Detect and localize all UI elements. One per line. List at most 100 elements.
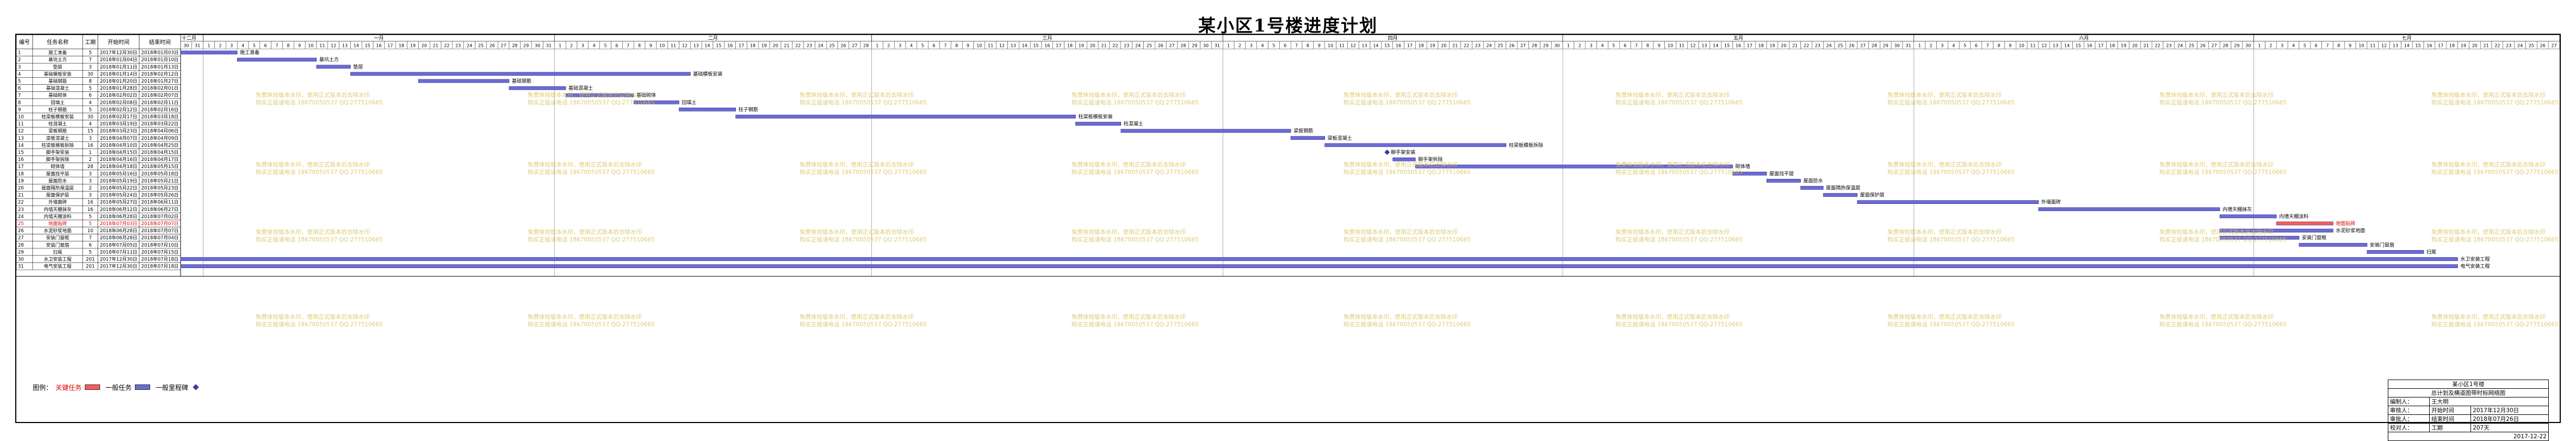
cell-start: 2018年06月12日 <box>100 207 138 213</box>
cell-name: 水卫安装工程 <box>44 257 72 263</box>
cell-name: 地面贴砖 <box>48 221 67 227</box>
cell-start: 2018年04月16日 <box>100 157 138 163</box>
watermark: 免费体验版本水印，使用正式版本后去除水印购买正版请电话 18670050537 … <box>800 91 927 107</box>
day-label: 18 <box>2449 44 2455 48</box>
cell-end: 2018年07月07日 <box>141 228 179 234</box>
cell-end: 2018年04月06日 <box>141 128 179 134</box>
watermark: 免费体验版本水印，使用正式版本后去除水印购买正版请电话 18670050537 … <box>1072 161 1199 176</box>
day-label: 8 <box>1306 44 1309 48</box>
day-label: 3 <box>899 44 901 48</box>
gantt-bar <box>2038 207 2220 212</box>
watermark-line2: 购买正版请电话 18670050537 QQ:277510665 <box>256 169 383 176</box>
watermark-line2: 购买正版请电话 18670050537 QQ:277510665 <box>1615 100 1743 106</box>
day-label: 12 <box>1351 44 1356 48</box>
cell-start: 2018年02月08日 <box>100 100 138 105</box>
day-label: 19 <box>761 44 767 48</box>
watermark: 免费体验版本水印，使用正式版本后去除水印购买正版请电话 18670050537 … <box>1343 91 1471 107</box>
day-label: 10 <box>2358 44 2364 48</box>
bar-label: 砌体墙 <box>1736 163 1750 170</box>
day-label: 2 <box>1239 44 1241 48</box>
day-label: 20 <box>1441 44 1446 48</box>
watermark-line2: 购买正版请电话 18670050537 QQ:277510665 <box>1615 321 1743 328</box>
day-label: 10 <box>976 44 982 48</box>
gantt-bar <box>1392 157 1416 162</box>
day-label: 14 <box>2064 44 2070 48</box>
day-label: 29 <box>2234 44 2239 48</box>
day-label: 16 <box>2087 44 2092 48</box>
milestone-marker <box>1384 150 1390 155</box>
watermark-line1: 免费体验版本水印，使用正式版本后去除水印 <box>2431 229 2546 235</box>
day-label: 23 <box>807 44 812 48</box>
bar-label: 扫尾 <box>2426 249 2436 255</box>
day-label: 5 <box>604 44 607 48</box>
cell-id: 6 <box>18 86 21 91</box>
bar-label: 内墙天棚涂料 <box>2279 213 2308 220</box>
day-label: 1 <box>876 44 878 48</box>
day-label: 27 <box>852 44 857 48</box>
day-label: 26 <box>1849 44 1854 48</box>
cell-id: 23 <box>18 207 24 213</box>
day-label: 15 <box>716 44 721 48</box>
cell-id: 15 <box>18 150 24 156</box>
cell-end: 2018年02月07日 <box>141 92 179 98</box>
bar-label: 柱梁板模板拆除 <box>1509 142 1543 148</box>
month-label: 五月 <box>1733 35 1743 41</box>
watermark-line1: 免费体验版本水印，使用正式版本后去除水印 <box>1615 92 1730 98</box>
bar-label: 基坑土方 <box>319 57 339 63</box>
day-label: 28 <box>863 44 869 48</box>
day-label: 27 <box>1860 44 1866 48</box>
legend: 图例： 关键任务 一般任务 一般里程碑 <box>33 381 199 393</box>
day-label: 11 <box>1339 44 1345 48</box>
watermark: 免费体验版本水印，使用正式版本后去除水印购买正版请电话 18670050537 … <box>528 313 655 328</box>
month-label: 六月 <box>2079 35 2089 41</box>
cell-duration: 28 <box>88 164 94 170</box>
day-label: 21 <box>2484 44 2489 48</box>
day-label: 8 <box>1997 44 2000 48</box>
gantt-bar <box>1732 171 1767 176</box>
watermark-line1: 免费体验版本水印，使用正式版本后去除水印 <box>800 314 914 320</box>
watermark-line1: 免费体验版本水印，使用正式版本后去除水印 <box>1343 92 1458 98</box>
day-label: 22 <box>1804 44 1809 48</box>
watermark-line2: 购买正版请电话 18670050537 QQ:277510665 <box>2431 169 2559 176</box>
watermark-line1: 免费体验版本水印，使用正式版本后去除水印 <box>1072 314 1186 320</box>
gantt-bar <box>1823 193 1857 197</box>
cell-name: 施工准备 <box>48 50 67 56</box>
watermark-line1: 免费体验版本水印，使用正式版本后去除水印 <box>1887 92 2002 98</box>
day-label: 10 <box>659 44 665 48</box>
watermark-line2: 购买正版请电话 18670050537 QQ:277510665 <box>256 321 383 328</box>
bar-label: 梁板混凝土 <box>1328 135 1352 141</box>
table-header-start: 开始时间 <box>108 39 129 46</box>
day-label: 13 <box>2053 44 2058 48</box>
day-label: 4 <box>593 44 596 48</box>
watermark: 免费体验版本水印，使用正式版本后去除水印购买正版请电话 18670050537 … <box>2159 161 2287 176</box>
bar-label: 屋面保护层 <box>1860 192 1885 198</box>
month-label: 七月 <box>2402 35 2412 41</box>
day-label: 27 <box>1520 44 1526 48</box>
cell-id: 24 <box>18 214 24 220</box>
day-label: 17 <box>1747 44 1753 48</box>
cell-id: 14 <box>18 143 24 148</box>
day-label: 24 <box>818 44 823 48</box>
cell-name: 屋面防水 <box>48 178 67 184</box>
day-label: 7 <box>1635 44 1638 48</box>
day-label: 15 <box>365 44 370 48</box>
day-label: 11 <box>2370 44 2375 48</box>
cell-duration: 16 <box>88 143 94 148</box>
day-label: 27 <box>2551 44 2556 48</box>
day-label: 3 <box>1590 44 1593 48</box>
info-label-reviewer: 审核人： <box>2387 406 2430 415</box>
day-label: 1 <box>208 44 210 48</box>
day-label: 6 <box>264 44 267 48</box>
bar-label: 外墙面砖 <box>2041 199 2061 206</box>
cell-end: 2018年01月27日 <box>141 78 179 84</box>
legend-milestone: 一般里程碑 <box>156 383 189 392</box>
day-label: 3 <box>1941 44 1943 48</box>
cell-duration: 3 <box>89 171 91 177</box>
watermark-line1: 免费体验版本水印，使用正式版本后去除水印 <box>800 92 914 98</box>
watermark: 免费体验版本水印，使用正式版本后去除水印购买正版请电话 18670050537 … <box>2431 91 2559 107</box>
cell-duration: 5 <box>89 250 91 255</box>
